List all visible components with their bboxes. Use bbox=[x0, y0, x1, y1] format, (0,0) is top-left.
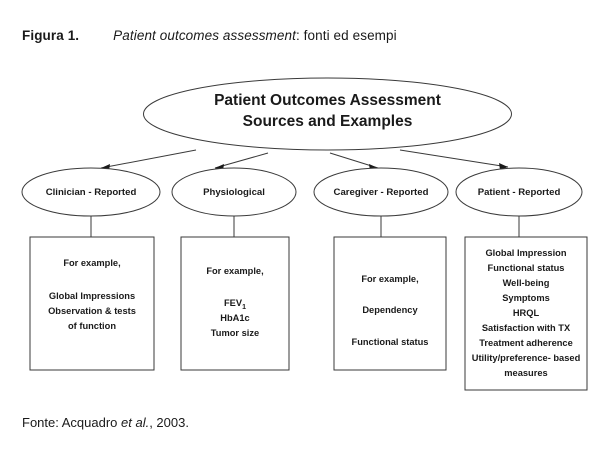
branch-label-physiological: Physiological bbox=[203, 187, 265, 198]
box-line: measures bbox=[504, 368, 547, 378]
source-note: Fonte: Acquadro et al., 2003. bbox=[22, 415, 189, 430]
box-line: Satisfaction with TX bbox=[482, 323, 571, 333]
fev-subscript: 1 bbox=[242, 304, 246, 311]
box-line: For example, bbox=[361, 274, 418, 284]
box-line: Utility/preference- based bbox=[472, 353, 581, 363]
branch-node-caregiver: Caregiver - Reported bbox=[313, 167, 449, 217]
connector-root-to-clinician bbox=[100, 149, 197, 171]
example-box-physiological: For example, FEV1 HbA1c Tumor size bbox=[180, 236, 290, 371]
fev-base: FEV bbox=[224, 298, 243, 308]
branch-label-caregiver: Caregiver - Reported bbox=[334, 187, 429, 198]
example-box-patient: Global Impression Functional status Well… bbox=[464, 236, 588, 391]
box-line: Functional status bbox=[352, 337, 429, 347]
box-line: HbA1c bbox=[220, 313, 249, 323]
figure-title-rest: : fonti ed esempi bbox=[295, 28, 397, 43]
branch-node-patient: Patient - Reported bbox=[455, 167, 583, 217]
box-line: Well-being bbox=[503, 278, 550, 288]
example-box-clinician: For example, Global Impressions Observat… bbox=[29, 236, 155, 371]
example-box-caregiver: For example, Dependency Functional statu… bbox=[333, 236, 447, 371]
flow-diagram: Patient Outcomes Assessment Sources and … bbox=[0, 60, 600, 405]
branch-label-clinician: Clinician - Reported bbox=[46, 187, 137, 198]
box-line: Global Impressions bbox=[49, 291, 135, 301]
box-line: For example, bbox=[206, 266, 263, 276]
figure-caption: Figura 1. Patient outcomes assessment: fo… bbox=[22, 28, 397, 43]
box-line: Functional status bbox=[488, 263, 565, 273]
box-line: of function bbox=[68, 321, 116, 331]
source-suffix: , 2003. bbox=[149, 415, 189, 430]
root-node-line2: Sources and Examples bbox=[243, 113, 413, 130]
figure-title-italic: Patient outcomes assessment bbox=[113, 28, 296, 43]
box-line: Global Impression bbox=[485, 248, 566, 258]
branch-label-patient: Patient - Reported bbox=[478, 187, 561, 198]
root-node-line1: Patient Outcomes Assessment bbox=[214, 92, 441, 109]
source-etal: et al. bbox=[121, 415, 150, 430]
box-line: Observation & tests bbox=[48, 306, 136, 316]
box-line-fev: FEV1 bbox=[224, 298, 246, 311]
branch-node-physiological: Physiological bbox=[171, 167, 297, 217]
box-line: Treatment adherence bbox=[479, 338, 573, 348]
box-line: Symptoms bbox=[502, 293, 550, 303]
root-node: Patient Outcomes Assessment Sources and … bbox=[143, 77, 512, 151]
branch-node-clinician: Clinician - Reported bbox=[21, 167, 161, 217]
source-prefix: Fonte: Acquadro bbox=[22, 415, 122, 430]
box-line: Dependency bbox=[362, 305, 418, 315]
box-line: HRQL bbox=[513, 308, 540, 318]
figure-label: Figura 1. bbox=[22, 28, 80, 43]
connector-root-to-patient bbox=[399, 149, 509, 170]
box-line: Tumor size bbox=[211, 328, 259, 338]
box-line: For example, bbox=[63, 258, 120, 268]
